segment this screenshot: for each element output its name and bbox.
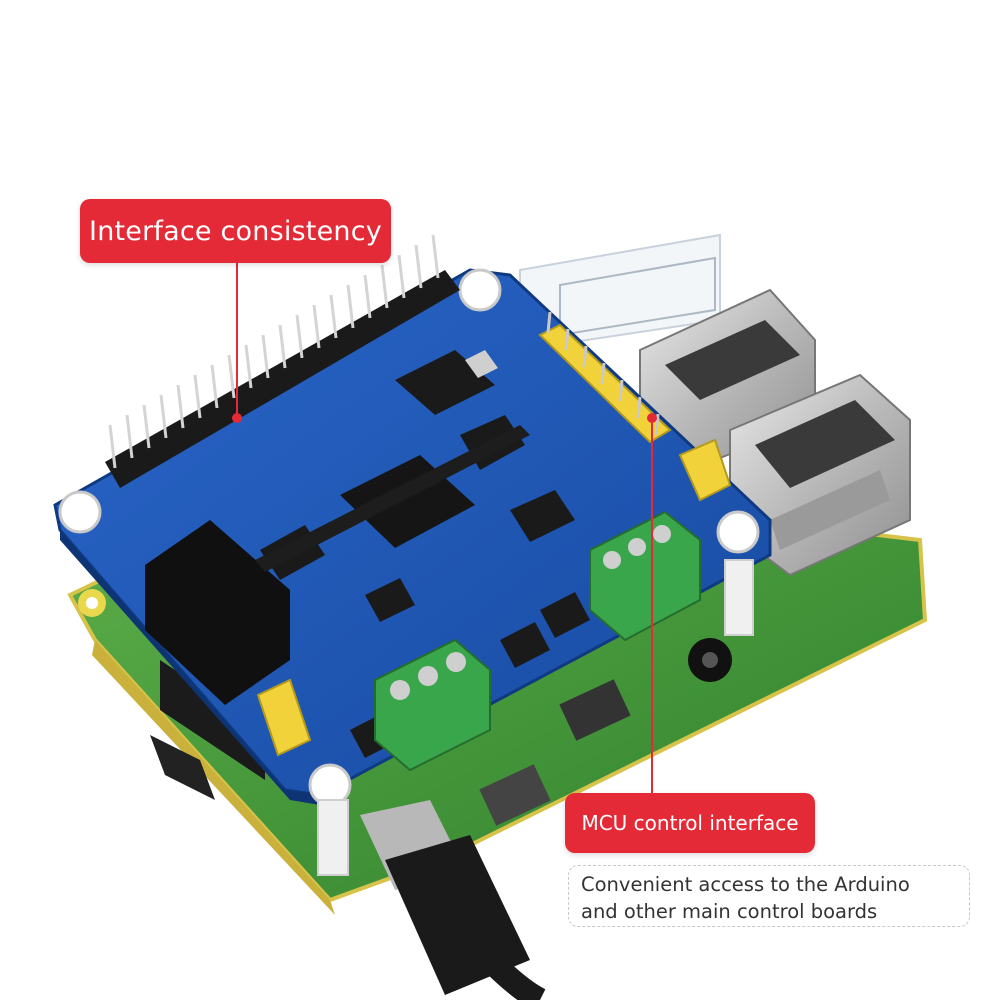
callout-leader-lines (232, 262, 657, 795)
note-box: Convenient access to the Arduino and oth… (568, 865, 970, 927)
callout-interface-consistency: Interface consistency (80, 199, 391, 263)
usb-c-cable-icon (360, 800, 546, 1000)
jumper-icon (256, 438, 732, 757)
callout-interface-consistency-label: Interface consistency (89, 215, 382, 247)
note-line-1: Convenient access to the Arduino (581, 873, 910, 896)
callout-mcu-control-interface-label: MCU control interface (581, 811, 799, 835)
mcu-pin-header-icon (538, 311, 672, 444)
note-line-2: and other main control boards (581, 900, 878, 923)
gpio-pin-header-icon (105, 234, 460, 488)
rs485-hat-board (53, 268, 772, 807)
usb-port-icon-2 (729, 373, 911, 577)
standoff (317, 559, 754, 876)
screw-terminal-icon-2 (374, 638, 491, 772)
screw-terminal-icon (589, 510, 701, 642)
callout-mcu-control-interface: MCU control interface (565, 793, 815, 853)
